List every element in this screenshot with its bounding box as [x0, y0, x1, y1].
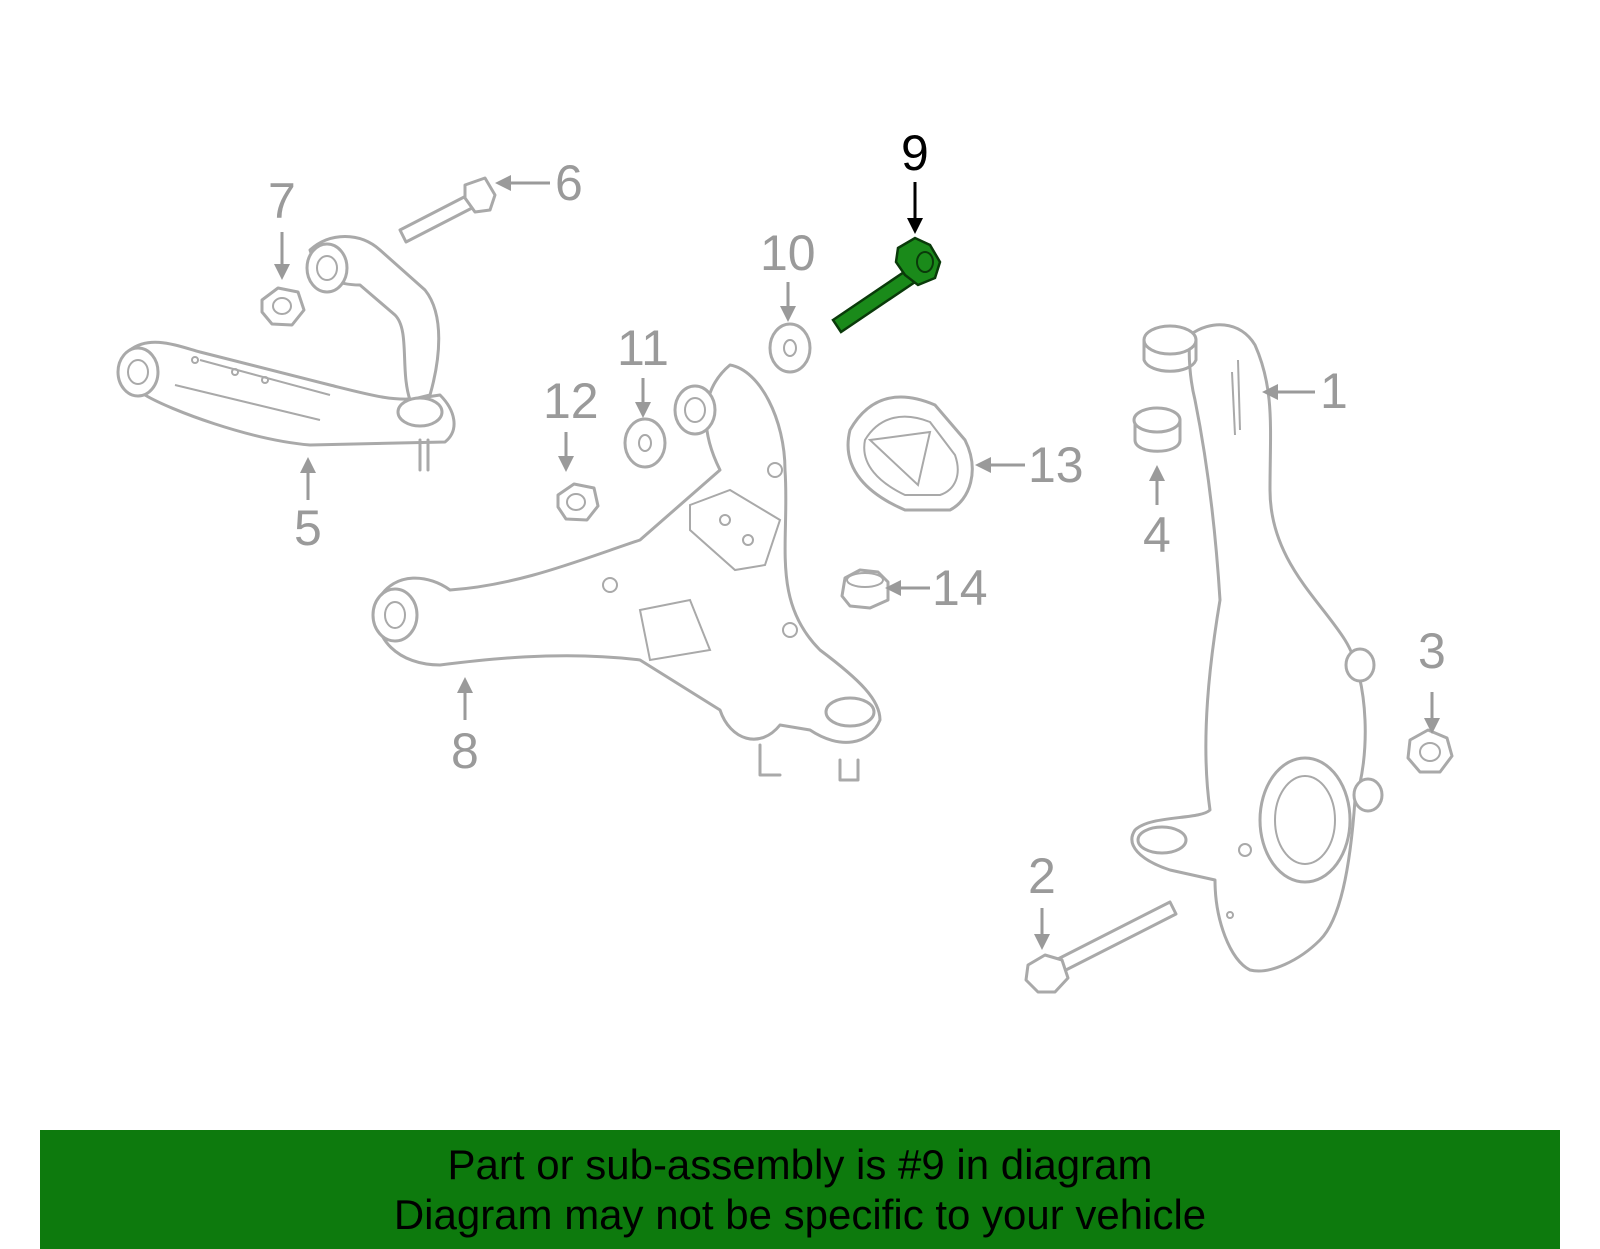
- callout-1: 1: [1320, 363, 1348, 419]
- banner-line-2: Diagram may not be specific to your vehi…: [393, 1191, 1207, 1238]
- cam-bolt-part-9[interactable]: [831, 236, 942, 334]
- steering-knuckle-part-1[interactable]: [1130, 323, 1384, 973]
- callout-arrows: [274, 175, 1440, 950]
- callout-6: 6: [555, 155, 583, 211]
- callout-9: 9: [901, 125, 929, 181]
- callout-4: 4: [1143, 507, 1171, 563]
- callout-12: 12: [543, 373, 599, 429]
- banner-line-1: Part or sub-assembly is #9 in diagram: [447, 1141, 1153, 1188]
- callout-2: 2: [1028, 848, 1056, 904]
- callout-11: 11: [617, 320, 669, 376]
- callout-3: 3: [1418, 623, 1446, 679]
- washer-part-10[interactable]: [768, 322, 812, 374]
- bump-stop-part-13[interactable]: [846, 395, 974, 512]
- callout-10: 10: [760, 225, 816, 281]
- bushing-part-4[interactable]: [1132, 406, 1182, 453]
- washer-part-11[interactable]: [623, 417, 667, 469]
- callout-5: 5: [294, 500, 322, 556]
- upper-control-arm-part-5[interactable]: [116, 235, 456, 472]
- nut-part-12[interactable]: [556, 482, 600, 522]
- nut-part-3[interactable]: [1406, 728, 1454, 774]
- nut-part-14[interactable]: [840, 568, 890, 610]
- callout-14: 14: [932, 560, 988, 616]
- lower-control-arm-part-8[interactable]: [371, 363, 882, 782]
- callout-labels: 1 2 3 4 5 6 7 8 9 10 11 12 13 14: [268, 125, 1446, 904]
- callout-8: 8: [451, 723, 479, 779]
- info-banner: Part or sub-assembly is #9 in diagram Di…: [40, 1130, 1560, 1249]
- callout-7: 7: [268, 173, 296, 229]
- callout-13: 13: [1028, 437, 1084, 493]
- bolt-part-2[interactable]: [1024, 900, 1178, 994]
- nut-part-7[interactable]: [260, 286, 306, 327]
- bolt-part-6[interactable]: [398, 176, 497, 244]
